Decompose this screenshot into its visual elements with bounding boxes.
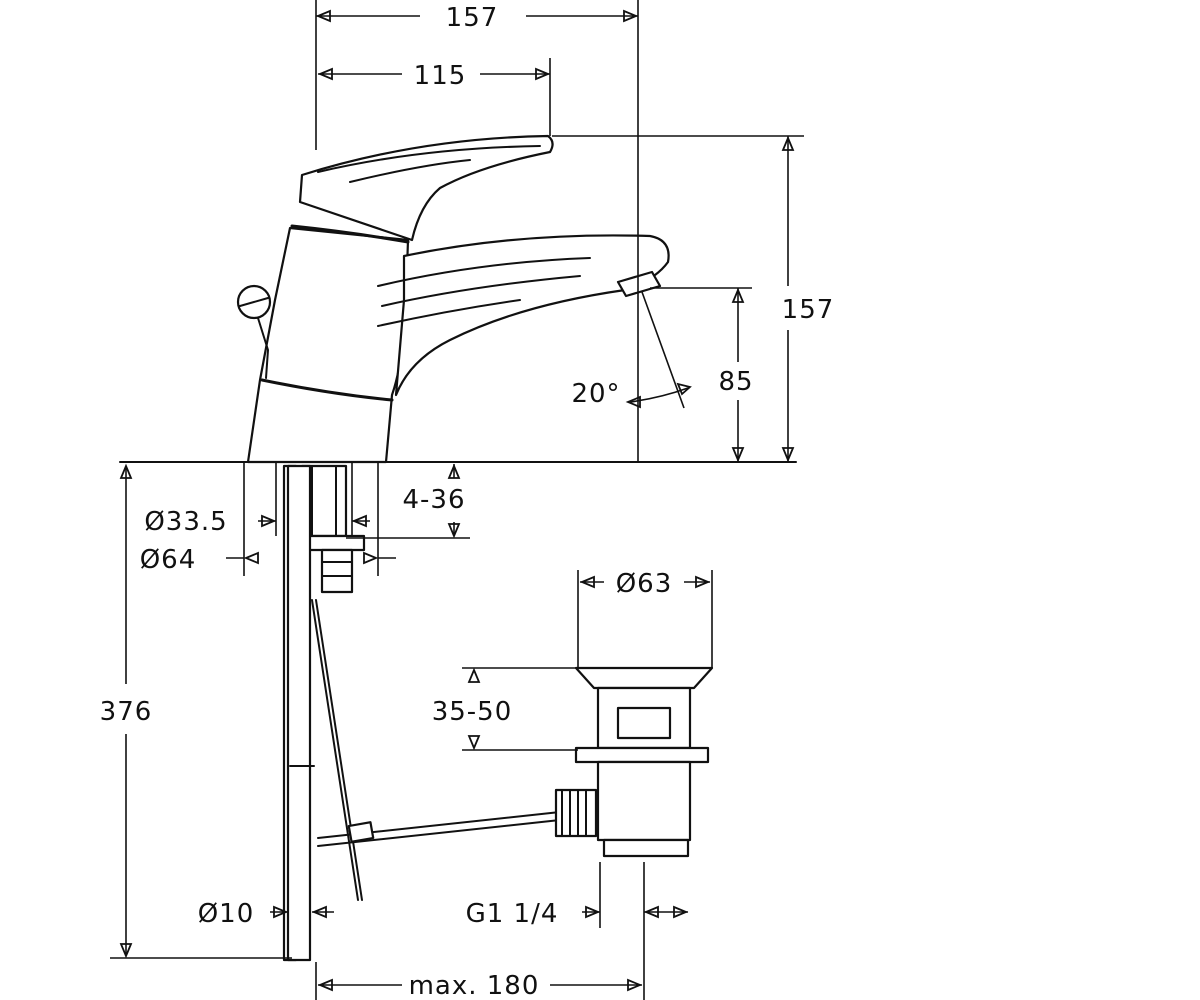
dimension-drain-diameter: Ø63 <box>577 569 713 668</box>
dim-label-max-reach: max. 180 <box>409 971 540 1000</box>
dimension-mounting-hole: Ø33.5 <box>144 462 370 537</box>
dim-label-rod-diameter: Ø10 <box>198 899 255 929</box>
dimension-drain-thread: G1 1/4 <box>466 862 689 1000</box>
faucet-body <box>119 134 797 464</box>
popup-rod <box>282 464 561 962</box>
dim-label-overall-height: 157 <box>782 295 835 325</box>
dim-label-spout-reach: 115 <box>414 61 467 91</box>
dimension-deck-thickness: 4-36 <box>346 463 470 539</box>
dimension-spout-reach: 115 <box>317 58 551 136</box>
dim-label-drain-adjust: 35-50 <box>432 697 513 727</box>
dimension-spout-height: 85 <box>650 287 753 463</box>
dim-label-base-diameter: Ø64 <box>140 545 197 575</box>
dim-label-mounting-hole: Ø33.5 <box>144 507 227 537</box>
dimension-overall-reach: 157 <box>315 0 639 462</box>
mounting-shank <box>296 464 366 594</box>
dim-label-rod-length: 376 <box>100 697 153 727</box>
dimension-rod-diameter: Ø10 <box>198 899 334 929</box>
dim-label-spout-angle: 20° <box>571 379 620 409</box>
dim-label-drain-thread: G1 1/4 <box>466 899 559 929</box>
dim-label-overall-reach: 157 <box>446 3 499 33</box>
dim-label-spout-height: 85 <box>718 367 753 397</box>
dimension-base-diameter: Ø64 <box>140 462 396 576</box>
dimension-spout-angle: 20° <box>571 291 692 409</box>
popup-knob <box>236 284 272 379</box>
dim-label-deck-thickness: 4-36 <box>402 485 465 515</box>
dimension-drain-adjust: 35-50 <box>432 667 578 751</box>
dim-label-drain-diameter: Ø63 <box>616 569 673 599</box>
dimension-overall-height: 157 <box>552 135 835 463</box>
dimension-rod-length: 376 <box>100 463 292 959</box>
dimension-max-reach: max. 180 <box>315 962 643 1000</box>
pop-up-drain <box>554 666 714 858</box>
